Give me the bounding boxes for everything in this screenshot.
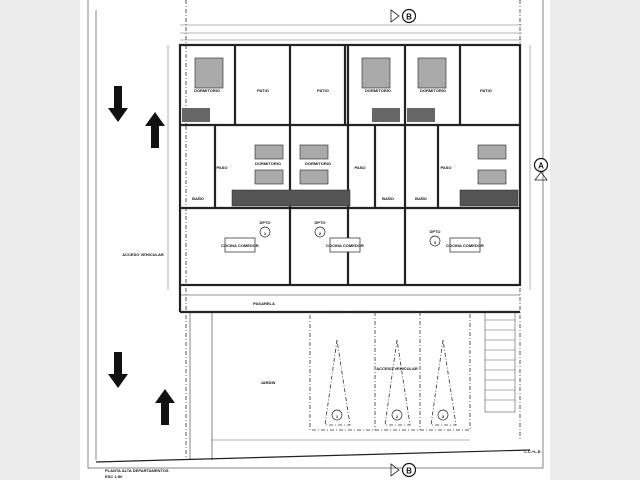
room-label: PASO xyxy=(354,165,365,170)
unit-number: 2 xyxy=(319,231,322,236)
beds xyxy=(194,57,507,185)
room-label: PATIO xyxy=(317,88,329,93)
room-label: DORMITORIO xyxy=(365,88,391,93)
room-label: ACCESO VEHICULAR xyxy=(122,252,164,257)
arrow-up-icon xyxy=(155,389,175,425)
unit-3-label: DPTO 3 xyxy=(429,229,441,247)
parking-number: 2 xyxy=(396,414,399,419)
unit-label: DPTO xyxy=(314,220,325,225)
room-label: PASO xyxy=(440,165,451,170)
drawing-scale: ESC 1:50 xyxy=(105,474,123,479)
parking-spot-1: 1 xyxy=(331,409,343,421)
room-label: BAÑO xyxy=(415,196,427,201)
unit-2-label: DPTO 2 xyxy=(314,220,326,238)
parking-spot-2: 2 xyxy=(391,409,403,421)
building-walls xyxy=(178,43,522,314)
room-labels: DORMITORIO PATIO PATIO DORMITORIO DORMIT… xyxy=(122,88,541,454)
boundary-label: L.C.+L.E. xyxy=(524,449,541,454)
room-label: PASARELA xyxy=(253,301,275,306)
parking-spot-3: 3 xyxy=(437,409,449,421)
sheet-border xyxy=(87,0,544,469)
dining-tables xyxy=(224,237,481,253)
room-label: COCINA COMEDOR xyxy=(446,243,484,248)
room-label: ACCESO VEHICULAR xyxy=(376,366,418,371)
room-label: JARDIN xyxy=(261,380,276,385)
unit-1-label: DPTO 1 xyxy=(259,220,271,238)
section-marker-b-bottom: B xyxy=(390,462,417,478)
arrow-down-icon xyxy=(108,86,128,122)
parking-number: 3 xyxy=(442,414,445,419)
room-label: BAÑO xyxy=(382,196,394,201)
room-label: COCINA COMEDOR xyxy=(326,243,364,248)
room-label: BAÑO xyxy=(192,196,204,201)
drawing-title: PLANTA ALTA DEPARTAMENTOS xyxy=(105,468,169,473)
arrow-up-icon xyxy=(145,112,165,148)
room-label: PASO xyxy=(216,165,227,170)
room-label: DORMITORIO xyxy=(305,161,331,166)
parking-number: 1 xyxy=(336,414,339,419)
section-marker-b-top: B xyxy=(390,8,417,24)
unit-number: 3 xyxy=(434,240,437,245)
room-label: PATIO xyxy=(257,88,269,93)
section-letter: A xyxy=(538,162,544,171)
section-letter: B xyxy=(406,13,412,22)
unit-label: DPTO xyxy=(429,229,440,234)
room-label: COCINA COMEDOR xyxy=(221,243,259,248)
section-marker-a: A xyxy=(533,157,549,181)
parking-area xyxy=(95,311,531,463)
room-label: DORMITORIO xyxy=(255,161,281,166)
unit-label: DPTO xyxy=(259,220,270,225)
room-label: DORMITORIO xyxy=(194,88,220,93)
dimension-lines xyxy=(167,24,531,441)
section-letter: B xyxy=(406,467,412,476)
unit-number: 1 xyxy=(264,231,267,236)
room-label: DORMITORIO xyxy=(420,88,446,93)
arrow-down-icon xyxy=(108,352,128,388)
room-label: PATIO xyxy=(480,88,492,93)
arrows xyxy=(108,86,175,425)
